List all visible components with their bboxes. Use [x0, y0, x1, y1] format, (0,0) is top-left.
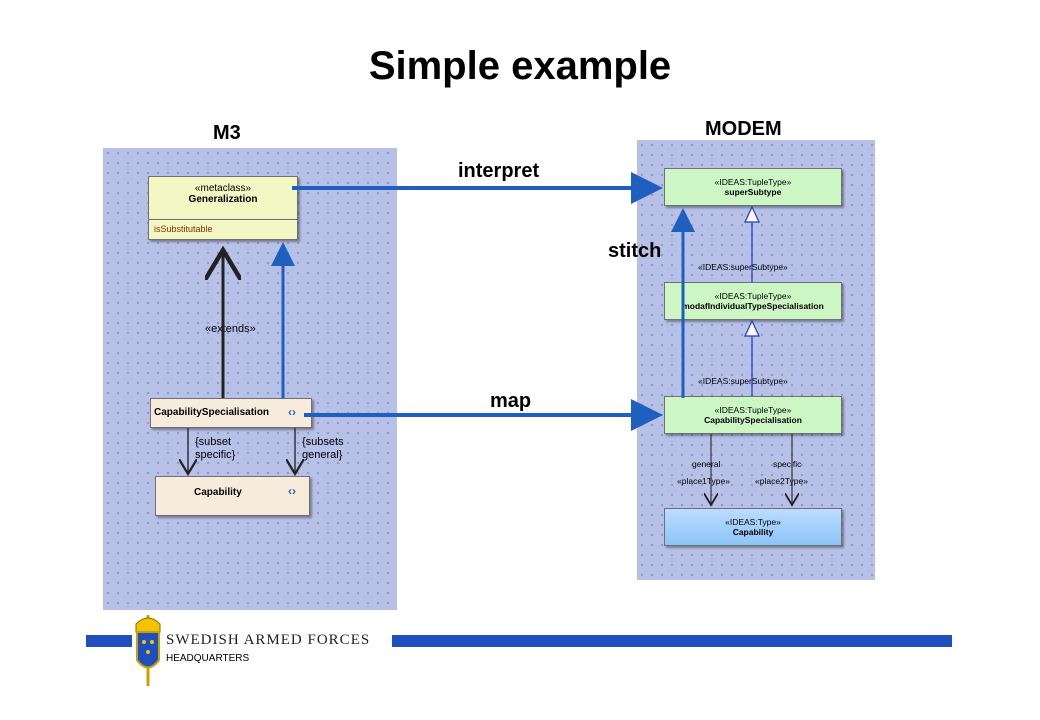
modem-cap-spec-class[interactable]: «IDEAS:TupleType» CapabilitySpecialisati… [664, 396, 842, 434]
m3-capability-specialisation-name: CapabilitySpecialisation [154, 407, 270, 418]
m3-capability-specialisation-class[interactable]: CapabilitySpecialisation ‹› [150, 398, 312, 428]
super-subtype-link-label-2: «IDEAS:superSubtype» [698, 376, 788, 386]
subsets-general-note: {subsets general} [302, 436, 344, 461]
m3-capability-name: Capability [194, 487, 242, 498]
generalization-class[interactable]: «metaclass» Generalization isSubstitutab… [148, 176, 298, 240]
modem-capability-stereotype: «IDEAS:Type» [725, 517, 781, 527]
place1-label: «place1Type» [677, 476, 730, 486]
m3-label: M3 [213, 122, 241, 144]
m3-capability-class[interactable]: Capability ‹› [155, 476, 310, 516]
super-subtype-name: superSubtype [724, 187, 782, 197]
super-subtype-stereotype: «IDEAS:TupleType» [714, 177, 792, 187]
armed-forces-crest-icon [135, 615, 161, 686]
modem-capability-name: Capability [732, 527, 774, 537]
footer-bar-right [392, 635, 952, 647]
general-role-label: general [692, 459, 721, 469]
footer-sub: HEADQUARTERS [166, 653, 250, 664]
footer-bar-left [86, 635, 132, 647]
modaf-spec-stereotype: «IDEAS:TupleType» [714, 291, 792, 301]
stitch-label: stitch [608, 240, 662, 262]
modem-label: MODEM [705, 118, 782, 140]
generalization-name: Generalization [188, 194, 258, 205]
modaf-spec-name: modafIndividualTypeSpecialisation [682, 301, 824, 311]
interpret-label: interpret [458, 160, 540, 182]
place2-label: «place2Type» [755, 476, 808, 486]
modaf-spec-class[interactable]: «IDEAS:TupleType» modafIndividualTypeSpe… [664, 282, 842, 320]
super-subtype-class[interactable]: «IDEAS:TupleType» superSubtype [664, 168, 842, 206]
modem-capability-class[interactable]: «IDEAS:Type» Capability [664, 508, 842, 546]
footer-org: SWEDISH ARMED FORCES [166, 632, 371, 648]
page-title: Simple example [368, 44, 672, 88]
map-label: map [490, 390, 532, 412]
subset-specific-note: {subset specific} [195, 436, 236, 461]
specific-role-label: specific [773, 459, 802, 469]
generalization-stereotype: «metaclass» [194, 183, 252, 194]
extends-label: «extends» [205, 323, 256, 335]
super-subtype-link-label-1: «IDEAS:superSubtype» [698, 262, 788, 272]
generalization-attribute: isSubstitutable [154, 224, 213, 234]
modem-cap-spec-name: CapabilitySpecialisation [704, 415, 802, 425]
expand-icon[interactable]: ‹› [288, 405, 296, 419]
generalization-triangle-2 [744, 319, 760, 337]
generalization-triangle-1 [744, 205, 760, 223]
expand-icon[interactable]: ‹› [288, 484, 296, 498]
modem-cap-spec-stereotype: «IDEAS:TupleType» [714, 405, 792, 415]
